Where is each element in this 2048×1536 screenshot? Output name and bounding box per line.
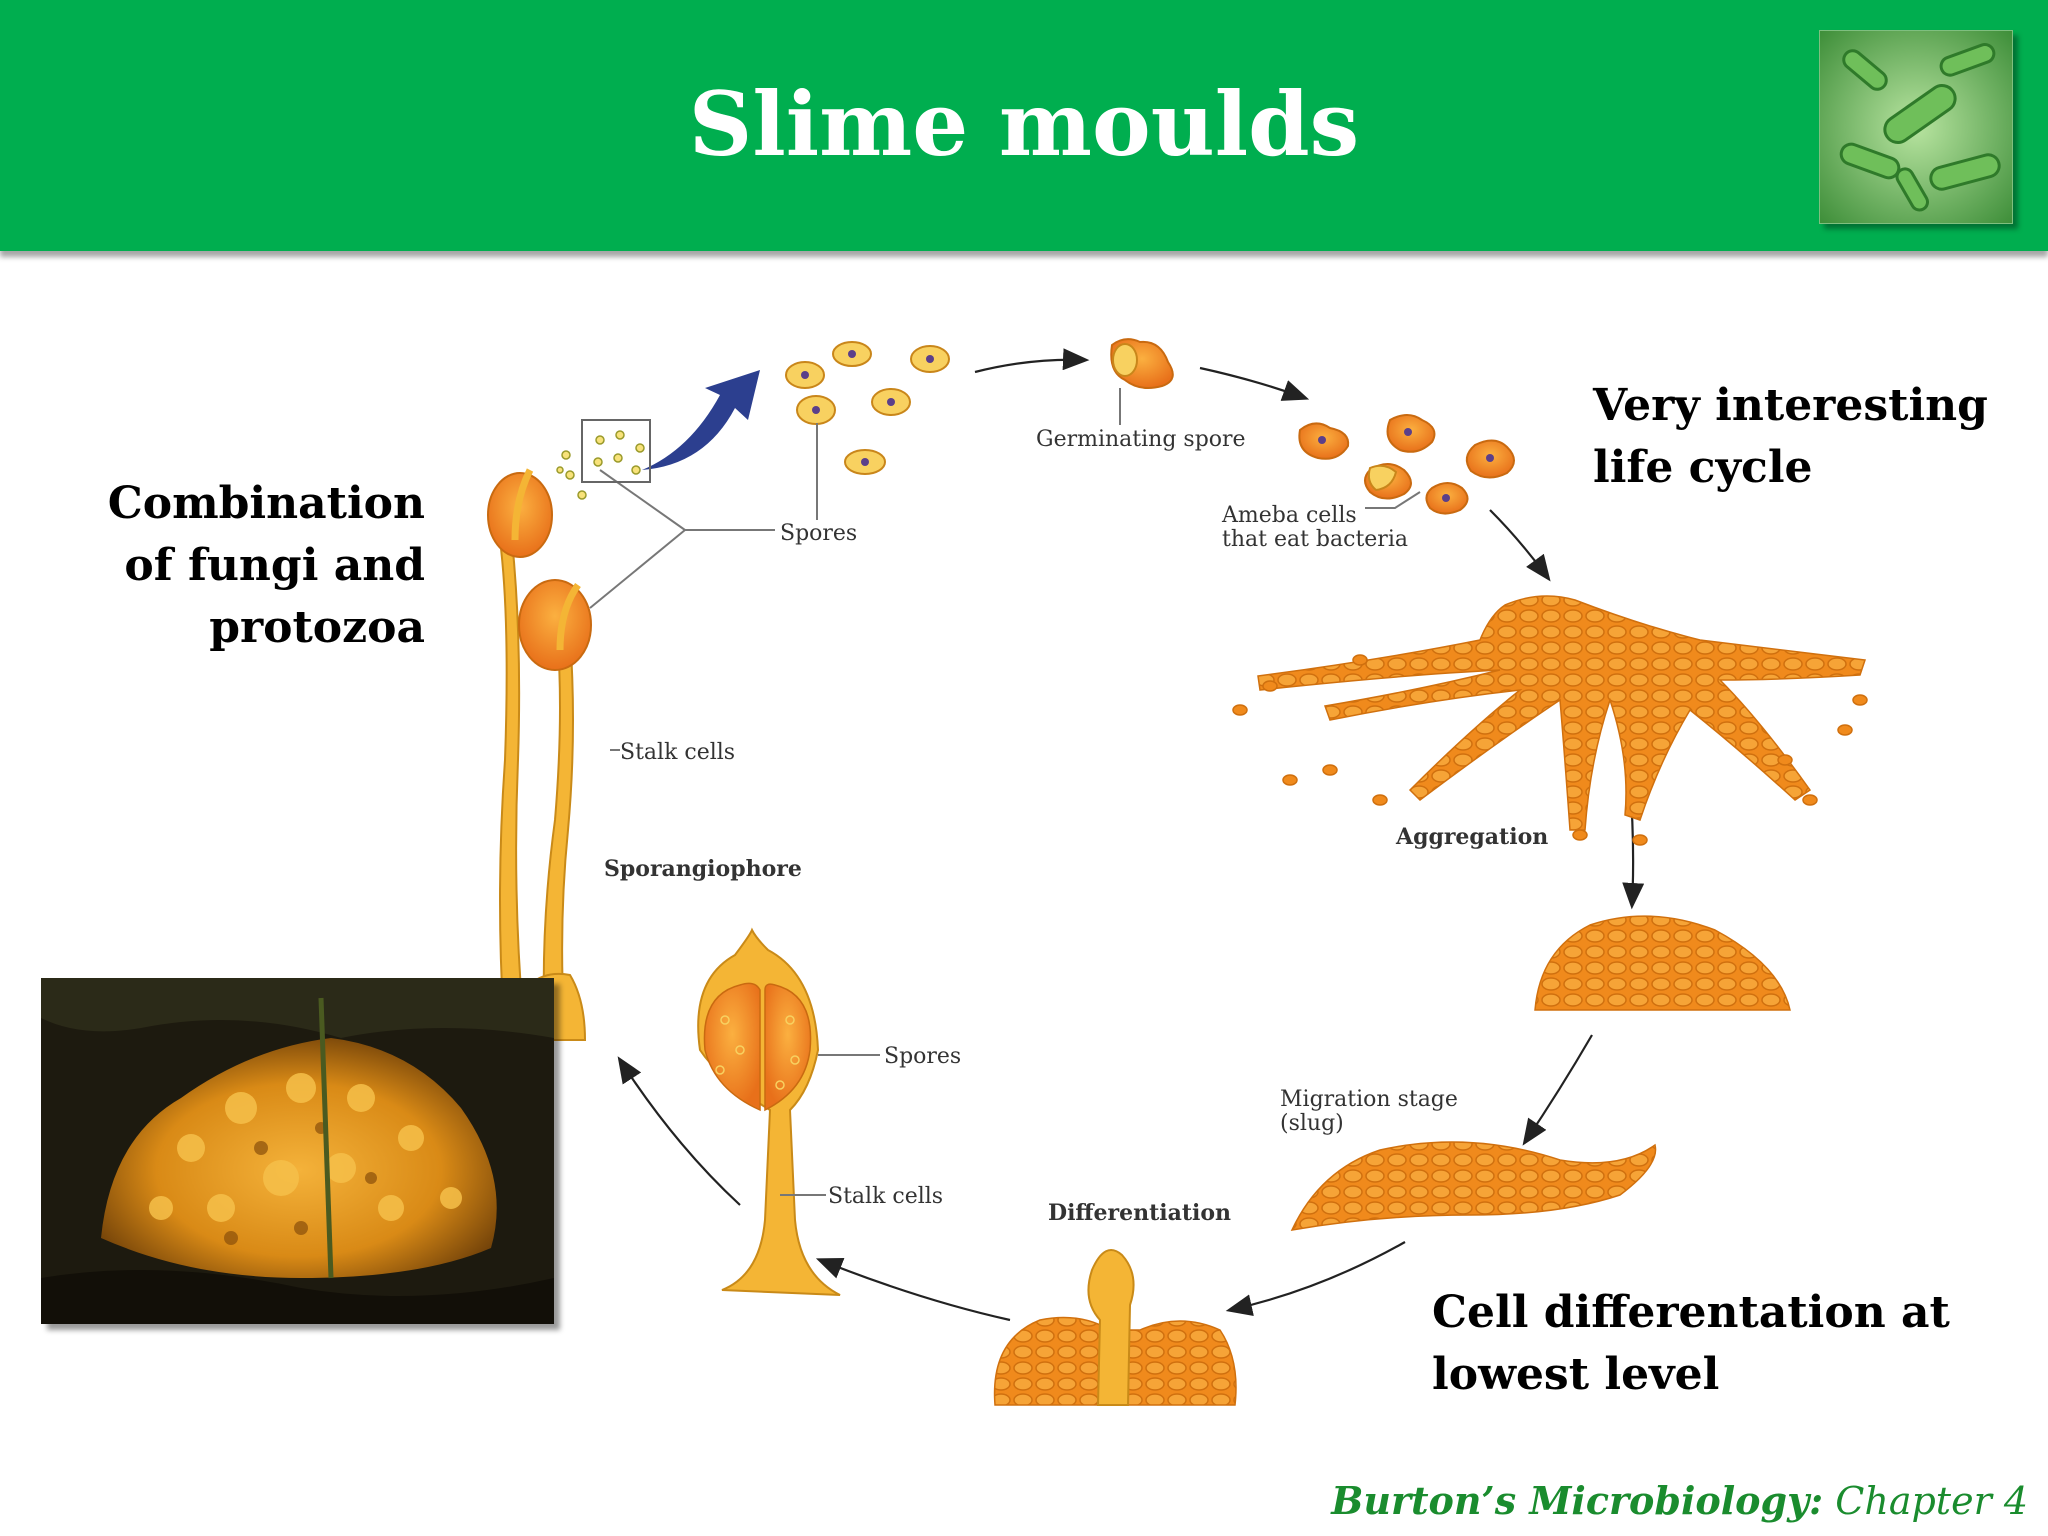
- label-germinating-spore: Germinating spore: [1036, 427, 1246, 452]
- slide-title: Slime moulds: [688, 72, 1360, 176]
- aggregation-mass: [1232, 595, 1868, 846]
- footer-book: Burton’s Microbiology:: [1331, 1478, 1824, 1523]
- slime-mould-photo: [41, 978, 554, 1324]
- label-spores-mid: Spores: [884, 1044, 961, 1069]
- label-migration-stage: Migration stage: [1280, 1087, 1458, 1112]
- note-life-cycle: Very interesting life cycle: [1593, 380, 1988, 493]
- bacteria-thumbnail-image: [1819, 30, 2013, 224]
- mound-stage: [1534, 915, 1791, 1011]
- label-stalk-cells-mid: Stalk cells: [828, 1184, 943, 1209]
- footer-chapter: Chapter 4: [1835, 1479, 2028, 1523]
- sporangiophores: [487, 468, 592, 1041]
- spore-release-arrow: [642, 370, 760, 470]
- label-differentiation: Differentiation: [1048, 1200, 1231, 1226]
- spore-inset-box: [581, 419, 651, 483]
- fruiting-body-middle: [697, 927, 841, 1296]
- label-ameba-cells: Ameba cells: [1221, 503, 1357, 528]
- label-slug: (slug): [1280, 1111, 1344, 1136]
- label-ameba-eat-bacteria: that eat bacteria: [1222, 527, 1408, 552]
- spores-group: [785, 341, 950, 475]
- note-fungi-protozoa: Combination of fungi and protozoa: [107, 478, 425, 653]
- label-spores-top: Spores: [780, 521, 857, 546]
- label-stalk-cells-top: Stalk cells: [620, 740, 735, 765]
- note-cell-differentiation: Cell differentation at lowest level: [1432, 1287, 1950, 1400]
- germinating-spore-cell: [1110, 338, 1174, 389]
- title-banner: Slime moulds: [0, 0, 2048, 251]
- label-sporangiophore: Sporangiophore: [604, 856, 802, 882]
- migration-slug: [1290, 1141, 1657, 1231]
- label-aggregation: Aggregation: [1395, 824, 1548, 850]
- footer-citation: Burton’s Microbiology: Chapter 4: [1331, 1478, 2028, 1523]
- cycle-arrow: [974, 348, 1090, 374]
- differentiation-stage: [993, 1249, 1237, 1406]
